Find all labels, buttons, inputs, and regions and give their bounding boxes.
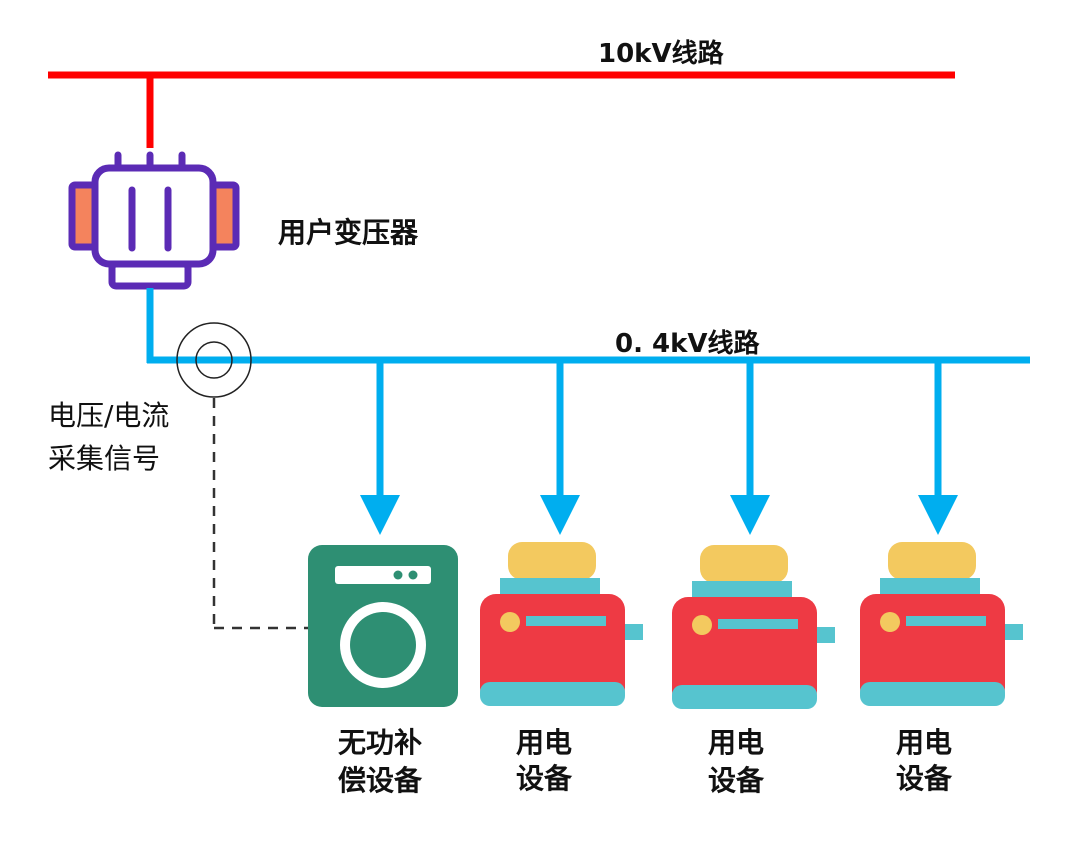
feeder-arrow [360,362,400,535]
load-label-line1: 用电 [708,726,764,759]
feeder-arrow [540,362,580,535]
washing-machine-icon [308,545,458,707]
compensator-label-line2: 偿设备 [338,764,423,797]
sensor-label-line1: 电压/电流 [48,399,169,432]
load-label-line2: 设备 [896,762,953,795]
load-label-line1: 用电 [896,726,952,759]
transformer-icon [68,151,240,290]
toaster-icon [860,542,1023,706]
feeder-arrow [918,362,958,535]
lv-line-label: 0. 4kV线路 [615,328,761,359]
current-transformer-icon [176,322,252,398]
toaster-icon [480,542,643,706]
toaster-icon [672,545,835,709]
feeder-arrow [730,362,770,535]
transformer-label: 用户变压器 [278,216,419,249]
sensor-label-line2: 采集信号 [48,442,160,475]
hv-line-label: 10kV线路 [598,38,725,69]
compensator-label-line1: 无功补 [338,726,422,759]
load-label-line1: 用电 [516,726,572,759]
load-label-line2: 设备 [708,764,765,797]
load-label-line2: 设备 [516,762,573,795]
